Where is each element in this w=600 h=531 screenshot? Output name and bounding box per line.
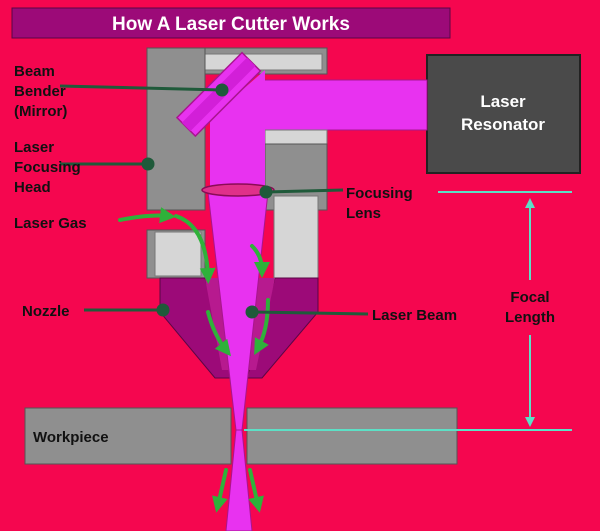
head-left-lower-highlight [154, 231, 202, 277]
beam-bender-label-line2: Bender [14, 83, 66, 100]
workpiece-label: Workpiece [33, 429, 109, 446]
leader-dot-nozzle [156, 303, 170, 317]
beam-diverging [225, 429, 253, 531]
beam-bender-label-line1: Beam [14, 63, 55, 80]
focusing-head-label-line3: Head [14, 179, 51, 196]
laser-resonator [426, 54, 581, 174]
laser-gas-arrows [118, 207, 270, 513]
focusing-head-label-line1: Laser [14, 139, 54, 156]
focal-length-label-line2: Length [505, 309, 555, 326]
workpiece-right [246, 407, 458, 465]
leader-beam-bender [59, 84, 223, 92]
head-right-upper [264, 129, 328, 145]
nozzle-label: Nozzle [22, 303, 70, 320]
laser-gas-label: Laser Gas [14, 215, 87, 232]
focusing-head-label-line2: Focusing [14, 159, 81, 176]
resonator-label-line1: Laser [480, 92, 526, 111]
focusing-lens-label-line1: Focusing [346, 185, 413, 202]
focal-length-label-line1: Focal [510, 289, 549, 306]
page-title: How A Laser Cutter Works [112, 14, 350, 35]
leader-laser-beam [251, 310, 369, 316]
focusing-lens-label-line2: Lens [346, 205, 381, 222]
horizontal-beam [263, 79, 428, 131]
leader-focusing-lens [265, 188, 344, 194]
leader-dot-focusing-lens [259, 185, 273, 199]
head-right-lower [273, 195, 319, 279]
title-bar [11, 7, 451, 39]
leader-lines [59, 83, 369, 319]
leader-dot-beam-bender [215, 83, 229, 97]
leader-dot-laser-beam [245, 305, 259, 319]
leader-dot-focusing-head [141, 157, 155, 171]
beam-vertical-upper [210, 70, 265, 190]
focusing-lens [201, 183, 275, 197]
laser-beam-label: Laser Beam [372, 307, 457, 324]
beam-bender-label-line3: (Mirror) [14, 103, 67, 120]
workpiece-left [24, 407, 232, 465]
resonator-label-line2: Resonator [461, 115, 545, 134]
